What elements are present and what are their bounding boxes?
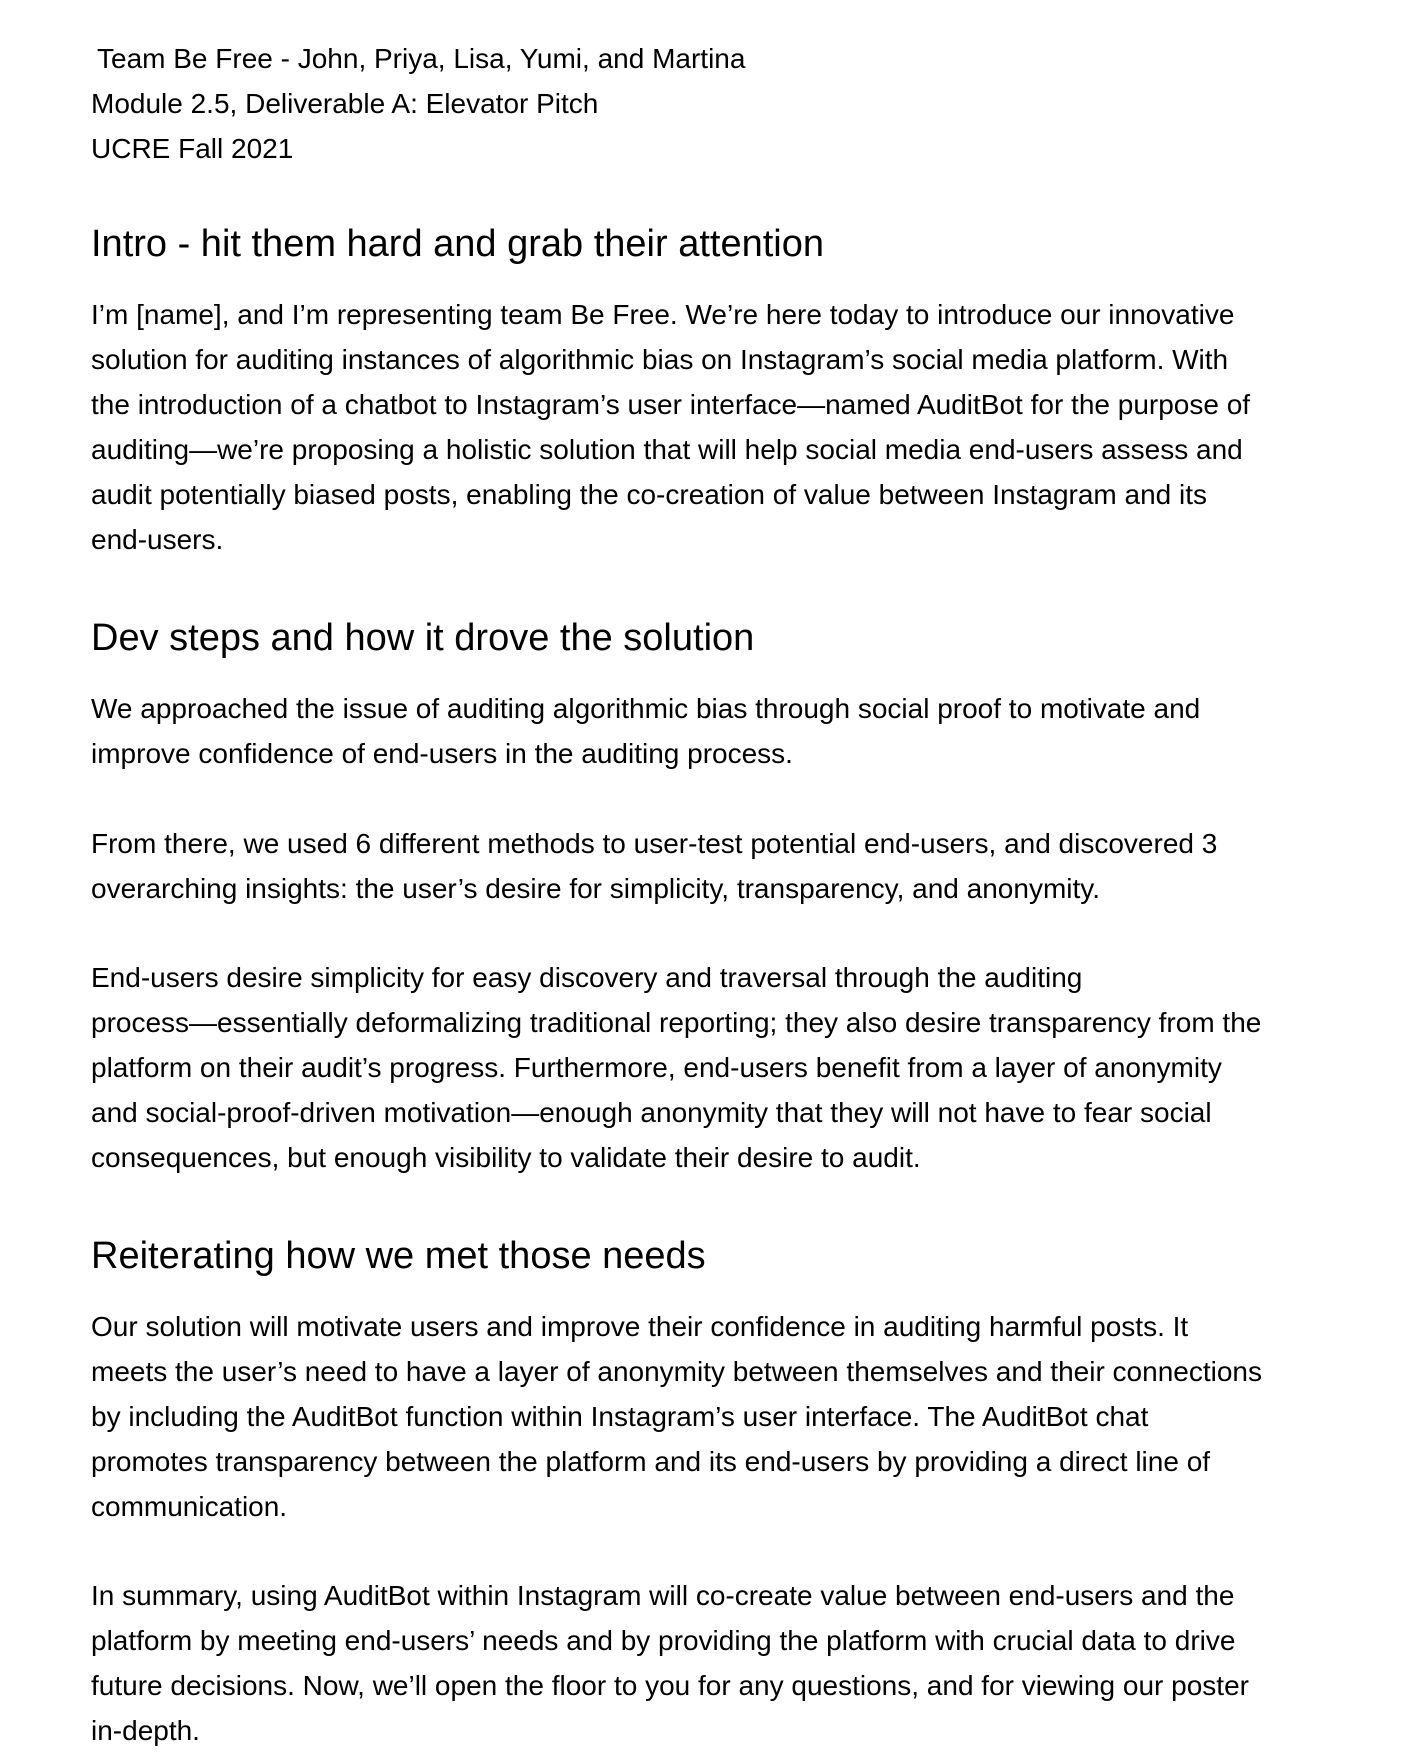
paragraph-dev-methods: From there, we used 6 different methods …: [91, 821, 1331, 911]
course-line: UCRE Fall 2021: [91, 133, 294, 164]
paragraph-line: communication.: [91, 1491, 288, 1522]
paragraph-dev-approach: We approached the issue of auditing algo…: [91, 686, 1331, 776]
paragraph-line: In summary, using AuditBot within Instag…: [91, 1580, 1235, 1611]
paragraph-line: platform by meeting end-users’ needs and…: [91, 1625, 1236, 1656]
paragraph-line: Our solution will motivate users and imp…: [91, 1311, 1189, 1342]
paragraph-line: and social-proof-driven motivation—enoug…: [91, 1097, 1212, 1128]
paragraph-line: consequences, but enough visibility to v…: [91, 1142, 921, 1173]
paragraph-line: meets the user’s need to have a layer of…: [91, 1356, 1262, 1387]
paragraph-line: From there, we used 6 different methods …: [91, 828, 1218, 859]
section-heading-dev-steps: Dev steps and how it drove the solution: [91, 617, 755, 659]
team-line: Team Be Free - John, Priya, Lisa, Yumi, …: [97, 43, 746, 74]
paragraph-line: I’m [name], and I’m representing team Be…: [91, 299, 1235, 330]
paragraph-dev-insights: End-users desire simplicity for easy dis…: [91, 955, 1331, 1180]
paragraph-line: improve confidence of end-users in the a…: [91, 738, 793, 769]
section-heading-intro: Intro - hit them hard and grab their att…: [91, 223, 824, 265]
paragraph-line: End-users desire simplicity for easy dis…: [91, 962, 1083, 993]
paragraph-line: overarching insights: the user’s desire …: [91, 873, 1100, 904]
paragraph-solution: Our solution will motivate users and imp…: [91, 1304, 1331, 1529]
paragraph-line: process—essentially deformalizing tradit…: [91, 1007, 1262, 1038]
paragraph-line: in-depth.: [91, 1715, 200, 1746]
paragraph-line: promotes transparency between the platfo…: [91, 1446, 1211, 1477]
paragraph-line: the introduction of a chatbot to Instagr…: [91, 389, 1251, 420]
paragraph-line: auditing—we’re proposing a holistic solu…: [91, 434, 1243, 465]
paragraph-line: end-users.: [91, 524, 224, 555]
paragraph-line: We approached the issue of auditing algo…: [91, 693, 1201, 724]
paragraph-line: by including the AuditBot function withi…: [91, 1401, 1149, 1432]
paragraph-line: future decisions. Now, we’ll open the fl…: [91, 1670, 1249, 1701]
section-heading-reiterating: Reiterating how we met those needs: [91, 1235, 706, 1277]
module-line: Module 2.5, Deliverable A: Elevator Pitc…: [91, 88, 599, 119]
paragraph-summary: In summary, using AuditBot within Instag…: [91, 1573, 1331, 1753]
paragraph-line: solution for auditing instances of algor…: [91, 344, 1229, 375]
paragraph-intro: I’m [name], and I’m representing team Be…: [91, 292, 1331, 562]
paragraph-line: platform on their audit’s progress. Furt…: [91, 1052, 1222, 1083]
document-header: Team Be Free - John, Priya, Lisa, Yumi, …: [91, 36, 1331, 171]
paragraph-line: audit potentially biased posts, enabling…: [91, 479, 1208, 510]
